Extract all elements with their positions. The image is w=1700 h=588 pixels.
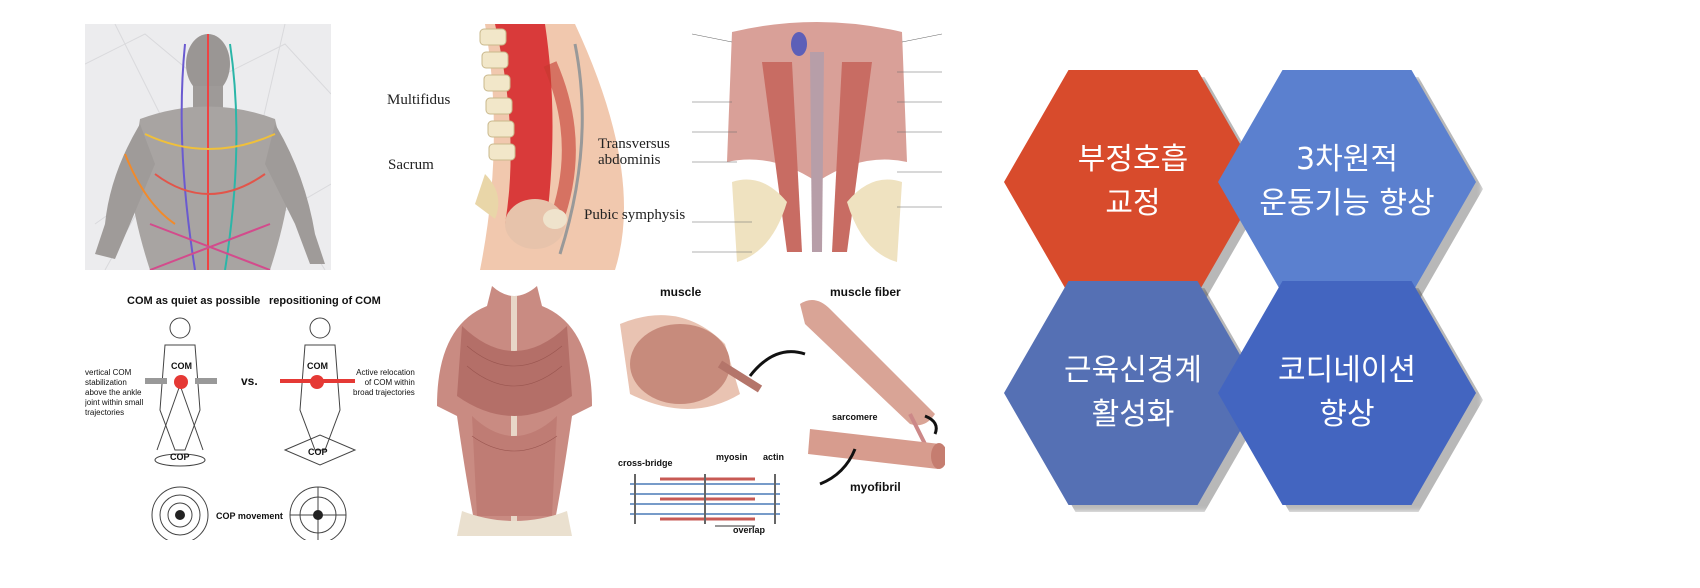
diaphragm-anatomy-image [692, 22, 942, 270]
sarcomere-label: sarcomere [832, 412, 878, 422]
spine-lateral-image: Multifidus Sacrum Transversus abdominis … [385, 24, 685, 270]
cop-movement-label: COP movement [216, 511, 283, 521]
overlap-label: overlap [733, 525, 766, 535]
back-muscles-image [432, 286, 597, 536]
balance-com-diagram: COM as quiet as possible repositioning o… [85, 290, 425, 540]
com-right-label: COM [307, 361, 328, 371]
cross-bridge-label: cross-bridge [618, 458, 673, 468]
com-left-label: COM [171, 361, 192, 371]
left-title: COM as quiet as possible [127, 295, 261, 307]
cop-left-label: COP [170, 452, 190, 462]
fascia-figure-image [85, 24, 331, 270]
transversus-label: Transversus [598, 136, 670, 152]
muscle-fiber-label: muscle fiber [830, 285, 901, 299]
abdominis-label: abdominis [598, 152, 661, 168]
myosin-label: myosin [716, 452, 748, 462]
muscle-structure-diagram: muscle muscle fiber sarcomere myofibril … [610, 284, 945, 539]
myofibril-label: myofibril [850, 480, 901, 494]
vs-label: vs. [241, 374, 258, 388]
multifidus-label: Multifidus [387, 92, 451, 108]
actin-label: actin [763, 452, 785, 462]
sacrum-label: Sacrum [388, 157, 434, 173]
cop-right-label: COP [308, 447, 328, 457]
muscle-label: muscle [660, 285, 702, 299]
right-title: repositioning of COM [269, 295, 381, 307]
pubic-symphysis-label: Pubic symphysis [584, 207, 685, 223]
